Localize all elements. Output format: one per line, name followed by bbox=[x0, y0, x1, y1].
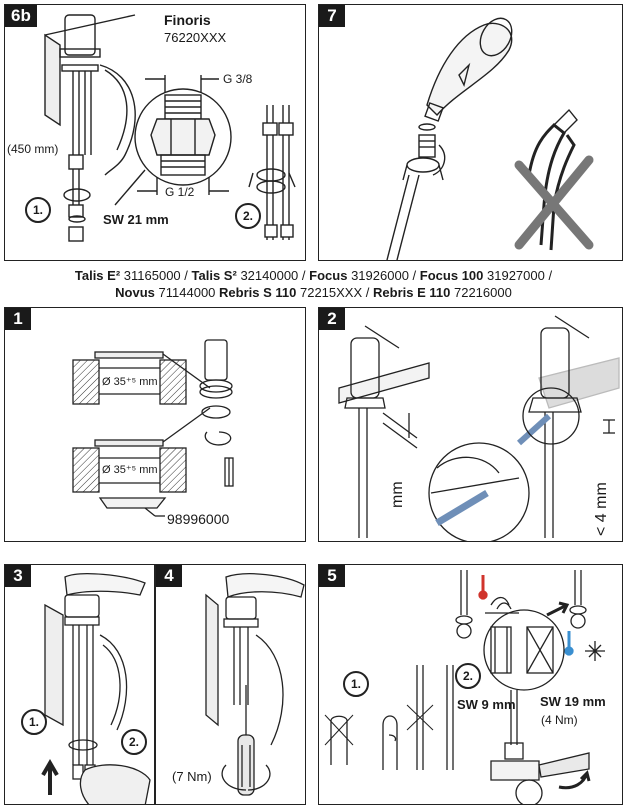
model-name: Talis S² bbox=[191, 268, 237, 283]
substep-1: 1. bbox=[25, 197, 51, 223]
model-name: Focus bbox=[309, 268, 348, 283]
torque-value: (7 Nm) bbox=[172, 769, 212, 784]
step-badge-5: 5 bbox=[319, 565, 345, 587]
step-badge-1: 1 bbox=[5, 308, 31, 330]
step-badge-4: 4 bbox=[156, 565, 182, 587]
hose-angle-valve-drawing bbox=[324, 570, 605, 804]
separator: / bbox=[412, 268, 417, 283]
wrench-size-large: SW 19 mm bbox=[540, 694, 606, 709]
step-badge-7: 7 bbox=[319, 5, 345, 27]
step-badge-3: 3 bbox=[5, 565, 31, 587]
model-name: Rebris S 110 bbox=[219, 285, 297, 300]
handshower-tighten-drawing bbox=[386, 17, 594, 260]
clearance-check-drawing bbox=[338, 315, 620, 541]
clearance-label-left: mm bbox=[389, 481, 406, 508]
hose-length: (450 mm) bbox=[7, 142, 59, 156]
substep-2: 2. bbox=[455, 663, 481, 689]
models-line-1: Talis E² 31165000 / Talis S² 32140000 / … bbox=[0, 267, 627, 284]
mounting-nut-drawing bbox=[41, 573, 151, 804]
model-code: 71144000 bbox=[158, 285, 216, 300]
panel-4: 4 (7 Nm) bbox=[155, 564, 306, 805]
clearance-label-right: < 4 mm bbox=[593, 482, 610, 536]
wrench-size-small: SW 9 mm bbox=[457, 697, 516, 712]
panel-7: 7 bbox=[318, 4, 623, 261]
compatible-models: Talis E² 31165000 / Talis S² 32140000 / … bbox=[0, 267, 627, 301]
model-code: 31927000 bbox=[487, 268, 545, 283]
panel-5: 5 bbox=[318, 564, 623, 805]
model-code: 31165000 bbox=[123, 268, 181, 283]
models-line-2: Novus 71144000 Rebris S 110 72215XXX / R… bbox=[0, 284, 627, 301]
separator: / bbox=[365, 285, 370, 300]
panel-6b: 6b bbox=[4, 4, 306, 261]
faucet-hose-connection-drawing bbox=[44, 14, 296, 242]
model-name: Focus 100 bbox=[419, 268, 484, 283]
hole-diameter-top: Ø 35⁺⁵ mm bbox=[102, 376, 158, 388]
product-code: 76220XXX bbox=[164, 30, 227, 45]
panel-2: 2 bbox=[318, 307, 623, 542]
hole-diameter-bottom: Ø 35⁺⁵ mm bbox=[102, 464, 158, 476]
substep-2: 2. bbox=[235, 203, 261, 229]
model-code: 31926000 bbox=[351, 268, 409, 283]
separator: / bbox=[184, 268, 188, 283]
model-code: 72216000 bbox=[453, 285, 512, 300]
separator: / bbox=[301, 268, 306, 283]
torque-value: (4 Nm) bbox=[541, 713, 578, 727]
panel-1: 1 bbox=[4, 307, 306, 542]
substep-2: 2. bbox=[121, 729, 147, 755]
model-code: 72215XXX bbox=[299, 285, 363, 300]
model-name: Novus bbox=[115, 285, 155, 300]
spare-part-number: 98996000 bbox=[167, 511, 230, 527]
product-name: Finoris bbox=[164, 12, 211, 28]
panel-3: 3 1. 2. bbox=[4, 564, 155, 805]
screwdriver-tighten-drawing bbox=[205, 573, 305, 796]
separator: / bbox=[548, 268, 553, 283]
model-name: Rebris E 110 bbox=[373, 285, 451, 300]
model-name: Talis E² bbox=[74, 268, 121, 283]
model-code: 32140000 bbox=[240, 268, 299, 283]
step-badge-2: 2 bbox=[319, 308, 345, 330]
substep-1: 1. bbox=[343, 671, 369, 697]
substep-1: 1. bbox=[21, 709, 47, 735]
wrench-size: SW 21 mm bbox=[103, 212, 169, 227]
thread-size-top: G 3/8 bbox=[223, 72, 253, 86]
thread-size-bottom: G 1/2 bbox=[165, 185, 195, 199]
step-badge-6b: 6b bbox=[5, 5, 37, 27]
sink-hole-drawing bbox=[72, 339, 234, 517]
